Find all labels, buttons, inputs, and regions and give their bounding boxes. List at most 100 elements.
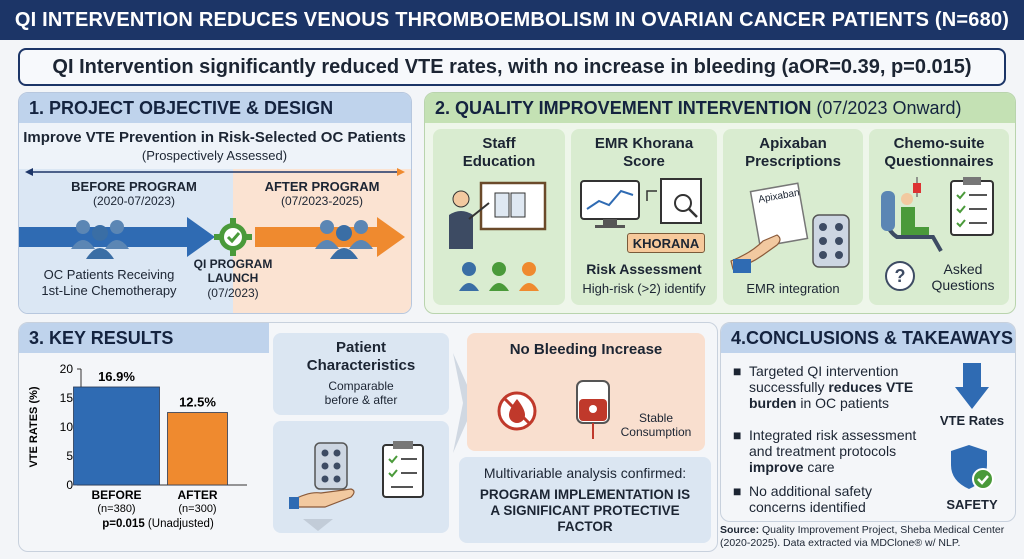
- multi-bold-1: PROGRAM IMPLEMENTATION IS: [479, 487, 691, 502]
- bullet2-bold: improve: [749, 459, 804, 475]
- before-arrow-icon: [19, 217, 215, 257]
- launch-line-2: LAUNCH: [207, 271, 259, 285]
- x-category-label: AFTER: [178, 488, 218, 502]
- bar-before: [73, 386, 160, 486]
- bullet2-pre: Integrated risk assessment and treatment…: [749, 427, 917, 459]
- multivariable-text: Multivariable analysis confirmed:: [483, 465, 687, 481]
- patients-line-2: 1st-Line Chemotherapy: [41, 283, 177, 298]
- card4-text-2: Questions: [931, 277, 995, 293]
- blood-bag-icon: [576, 380, 610, 439]
- after-label: AFTER PROGRAM: [264, 179, 380, 194]
- shield-check-icon: [951, 445, 994, 490]
- teacher-presentation-icon: [449, 181, 547, 291]
- section2-date: (07/2023 Onward): [816, 98, 962, 118]
- patient-char-title-2: Characteristics: [306, 357, 416, 374]
- before-label: BEFORE PROGRAM: [71, 179, 197, 194]
- source-text: Quality Improvement Project, Sheba Medic…: [720, 524, 1005, 549]
- svg-text:?: ?: [895, 266, 906, 286]
- patients-group-after-icon: [315, 220, 373, 259]
- bleeding-text-2: Consumption: [620, 425, 692, 439]
- headline-banner: QI Intervention significantly reduced VT…: [18, 48, 1006, 86]
- gear-check-icon: [214, 218, 252, 256]
- bar-value-label: 12.5%: [179, 395, 216, 410]
- patient-icons-card: [273, 421, 449, 533]
- after-dates: (07/2023-2025): [280, 194, 364, 208]
- bar-value-label: 16.9%: [98, 369, 135, 384]
- multivariable-card: Multivariable analysis confirmed: PROGRA…: [459, 457, 711, 543]
- patient-char-text-1: Comparable: [328, 379, 394, 393]
- y-tick-label: 0: [66, 478, 73, 492]
- no-bleeding-card: No Bleeding Increase Stable Consumption: [467, 333, 705, 451]
- card2-title-2: Score: [623, 153, 665, 170]
- p-value-label: p=0.015 (Unadjusted): [102, 518, 214, 530]
- card2-title-1: EMR Khorana: [594, 135, 694, 152]
- risk-assessment-text: High-risk (>2) identify: [582, 281, 706, 296]
- bullet1-bold: reduces VTE burden: [749, 379, 914, 411]
- patients-line-1: OC Patients Receiving: [43, 267, 175, 282]
- source-note: Source: Quality Improvement Project, She…: [720, 524, 1020, 550]
- risk-assessment-title: Risk Assessment: [586, 261, 702, 277]
- bleeding-title: No Bleeding Increase: [509, 341, 663, 358]
- card1-title-1: Staff: [482, 135, 516, 152]
- staff-education-card: Staff Education: [433, 129, 565, 305]
- y-tick-label: 5: [66, 449, 73, 463]
- down-arrow-icon: [955, 363, 989, 409]
- down-chevron-icon: [303, 519, 333, 531]
- section2-header: 2. QUALITY IMPROVEMENT INTERVENTION (07/…: [425, 93, 1015, 123]
- y-tick-label: 10: [60, 420, 74, 434]
- x-category-sublabel: (n=380): [97, 503, 135, 515]
- chemo-chair-clipboard-icon: [881, 177, 994, 252]
- bar-after: [167, 412, 228, 486]
- x-category-label: BEFORE: [91, 488, 141, 502]
- bullet3-text: No additional safety concerns identified: [749, 483, 872, 515]
- project-objective-panel: 1. PROJECT OBJECTIVE & DESIGN Improve VT…: [18, 92, 412, 314]
- pills-hand-clipboard-icon: [289, 441, 424, 509]
- before-dates: (2020-07/2023): [92, 194, 176, 208]
- card4-text-1: Asked: [943, 261, 983, 277]
- right-chevron-icon: [453, 353, 475, 453]
- section1-header: 1. PROJECT OBJECTIVE & DESIGN: [19, 93, 411, 123]
- asked-questions-text: Asked Questions: [919, 261, 1007, 293]
- patients-text: OC Patients Receiving 1st-Line Chemother…: [19, 267, 199, 299]
- card1-title-2: Education: [462, 153, 536, 170]
- card3-title-2: Prescriptions: [745, 153, 841, 170]
- launch-line-1: QI PROGRAM: [193, 257, 273, 271]
- patient-char-text-2: before & after: [324, 393, 398, 407]
- timeline-arrow-icon: [25, 168, 405, 176]
- questionnaires-card: Chemo-suite Questionnaires ? Asked Quest…: [869, 129, 1009, 305]
- bullet2-post: care: [803, 459, 835, 475]
- khorana-tag: KHORANA: [627, 233, 705, 253]
- patients-group-icon: [71, 220, 129, 259]
- y-axis-label: VTE RATES (%): [28, 386, 40, 467]
- y-tick-label: 15: [60, 391, 74, 405]
- qi-intervention-panel: 2. QUALITY IMPROVEMENT INTERVENTION (07/…: [424, 92, 1016, 314]
- no-blood-drop-icon: [497, 391, 537, 431]
- card3-title-1: Apixaban: [759, 135, 827, 152]
- x-category-sublabel: (n=300): [178, 503, 216, 515]
- emr-integration-text: EMR integration: [746, 281, 840, 296]
- qi-launch-text: QI PROGRAM LAUNCH: [191, 257, 275, 285]
- multi-bold-2: A SIGNIFICANT PROTECTIVE: [490, 503, 680, 518]
- patient-char-title-1: Patient: [335, 339, 386, 356]
- key-results-panel: 3. KEY RESULTS VTE RATES (%) 0 5 10 15 20 16.9…: [18, 322, 718, 552]
- question-mark-icon: ?: [885, 261, 915, 291]
- launch-date: (07/2023): [207, 286, 259, 300]
- y-tick-label: 20: [60, 362, 74, 376]
- objective-subtext: (Prospectively Assessed): [141, 148, 288, 163]
- section2-title: 2. QUALITY IMPROVEMENT INTERVENTION: [435, 98, 812, 118]
- multi-bold-3: FACTOR: [557, 519, 613, 534]
- source-label: Source:: [720, 524, 760, 536]
- patient-characteristics-card: Patient Characteristics Comparable befor…: [273, 333, 449, 415]
- bullet1-post: in OC patients: [796, 395, 890, 411]
- vte-rates-label: VTE Rates: [939, 413, 1005, 428]
- section4-header: 4.CONCLUSIONS & TAKEAWAYS: [721, 323, 1015, 353]
- section3-header: 3. KEY RESULTS: [19, 323, 269, 353]
- bleeding-text-1: Stable: [638, 411, 674, 425]
- safety-label: SAFETY: [946, 497, 998, 512]
- main-title: QI INTERVENTION REDUCES VENOUS THROMBOEM…: [0, 0, 1024, 40]
- bullet1-pre: Targeted QI intervention successfully: [749, 363, 899, 395]
- apixaban-card: Apixaban Prescriptions Apixaban EMR inte…: [723, 129, 863, 305]
- conclusion-bullet-1: ■ Targeted QI intervention successfully …: [733, 363, 914, 411]
- conclusion-bullet-2: ■ Integrated risk assessment and treatme…: [733, 427, 917, 475]
- conclusion-bullet-3: ■ No additional safety concerns identifi…: [733, 483, 929, 515]
